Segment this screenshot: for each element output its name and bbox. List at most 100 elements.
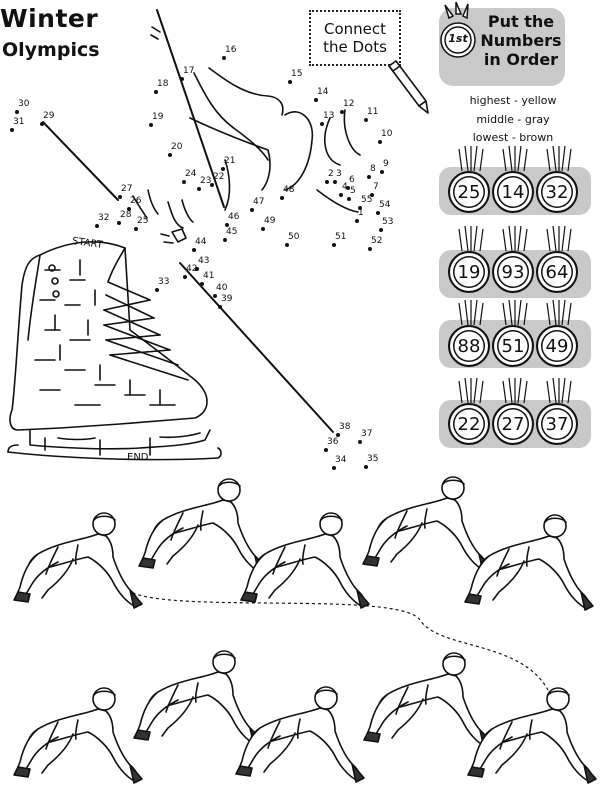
connect-dot [364,465,368,469]
dot-number-label: 8 [370,164,376,174]
dot-number-label: 46 [228,212,240,222]
dot-number-label: 18 [157,79,169,89]
connect-dot [168,153,172,157]
puzzle-title: Put the Numbers in Order [478,12,564,69]
dot-number-label: 32 [98,213,110,223]
dot-number-label: 39 [221,294,233,304]
dot-number-label: 40 [216,283,228,293]
connect-dot [182,180,186,184]
connect-dot [40,122,44,126]
connect-dot [333,180,337,184]
dot-number-label: 53 [382,217,394,227]
connect-dot [118,195,122,199]
connect-dot [339,193,343,197]
connect-dot [379,228,383,232]
dot-number-label: 10 [381,129,393,139]
dot-number-label: 48 [283,185,295,195]
dot-number-label: 6 [349,175,355,185]
medal: 51 [492,325,534,367]
connect-dot [154,90,158,94]
puzzle-title-line: Numbers [480,31,562,50]
connect-dot [261,227,265,231]
dot-number-label: 28 [120,210,132,220]
dot-number-label: 31 [13,117,25,127]
dot-number-label: 51 [335,232,347,242]
medal: 88 [448,325,490,367]
ice-skate-drawing [7,241,222,461]
dot-number-label: 41 [203,271,215,281]
title-line-1: Winter [0,4,99,33]
connect-dot [250,208,254,212]
connect-line-2: the Dots [323,38,387,56]
connect-dot [340,110,344,114]
dot-number-label: 19 [152,112,164,122]
connect-dot [347,197,351,201]
connect-dot [218,305,222,309]
connect-dot [358,440,362,444]
dot-number-label: 17 [183,66,195,76]
dot-number-label: 5 [350,186,356,196]
medal: 25 [448,171,490,213]
dot-number-label: 27 [121,184,133,194]
dot-number-label: 7 [373,182,379,192]
connect-dot [358,206,362,210]
puzzle-title-line: Put the [487,12,555,31]
dot-number-label: 55 [361,195,373,205]
medal: 37 [536,403,578,445]
dot-number-label: 15 [291,69,303,79]
connect-dot [332,243,336,247]
connect-dot [223,238,227,242]
connect-dot [180,77,184,81]
dot-number-label: 47 [253,197,265,207]
connect-dot [149,123,153,127]
instruction-middle: middle - gray [476,113,550,126]
connect-dot [10,128,14,132]
connect-dot [127,207,131,211]
dot-number-label: 26 [130,196,142,206]
dot-number-label: 49 [264,216,276,226]
instruction-highest: highest - yellow [469,94,557,107]
dot-number-label: 3 [336,169,342,179]
pencil-icon [388,60,429,114]
skate-start-label: START [71,235,104,252]
dot-number-label: 38 [339,422,351,432]
connect-dot [200,282,204,286]
medal: 64 [536,251,578,293]
title-line-2: Olympics [2,39,100,61]
dot-number-label: 1 [358,208,364,218]
dot-number-label: 33 [158,277,170,287]
connect-line-1: Connect [323,20,387,38]
connect-dot [355,219,359,223]
puzzle-title-line: in Order [483,50,559,69]
connect-dot [314,98,318,102]
dot-number-label: 2 [328,169,334,179]
medal: 14 [492,171,534,213]
connect-dot [222,56,226,60]
medal: 93 [492,251,534,293]
connect-dot [221,167,225,171]
dot-number-label: 24 [185,169,197,179]
connect-dot [367,175,371,179]
dot-number-label: 13 [323,111,335,121]
connect-dot [225,223,229,227]
connect-dot [332,466,336,470]
connect-dot [155,288,159,292]
connect-the-dots-label: Connect the Dots [309,10,401,66]
dot-number-label: 20 [171,142,183,152]
dot-number-label: 25 [137,216,149,226]
connect-dot [364,118,368,122]
medal: 19 [448,251,490,293]
dot-number-label: 9 [383,159,389,169]
dot-number-label: 34 [335,455,347,465]
first-place-mark: 1st [448,32,468,45]
dot-number-label: 35 [367,454,379,464]
connect-dot [378,140,382,144]
connect-dot [95,224,99,228]
dot-number-label: 50 [288,232,300,242]
connect-dot [320,122,324,126]
dot-number-label: 44 [195,237,207,247]
connect-dot [197,187,201,191]
connect-dot [376,211,380,215]
dot-number-label: 16 [225,45,237,55]
